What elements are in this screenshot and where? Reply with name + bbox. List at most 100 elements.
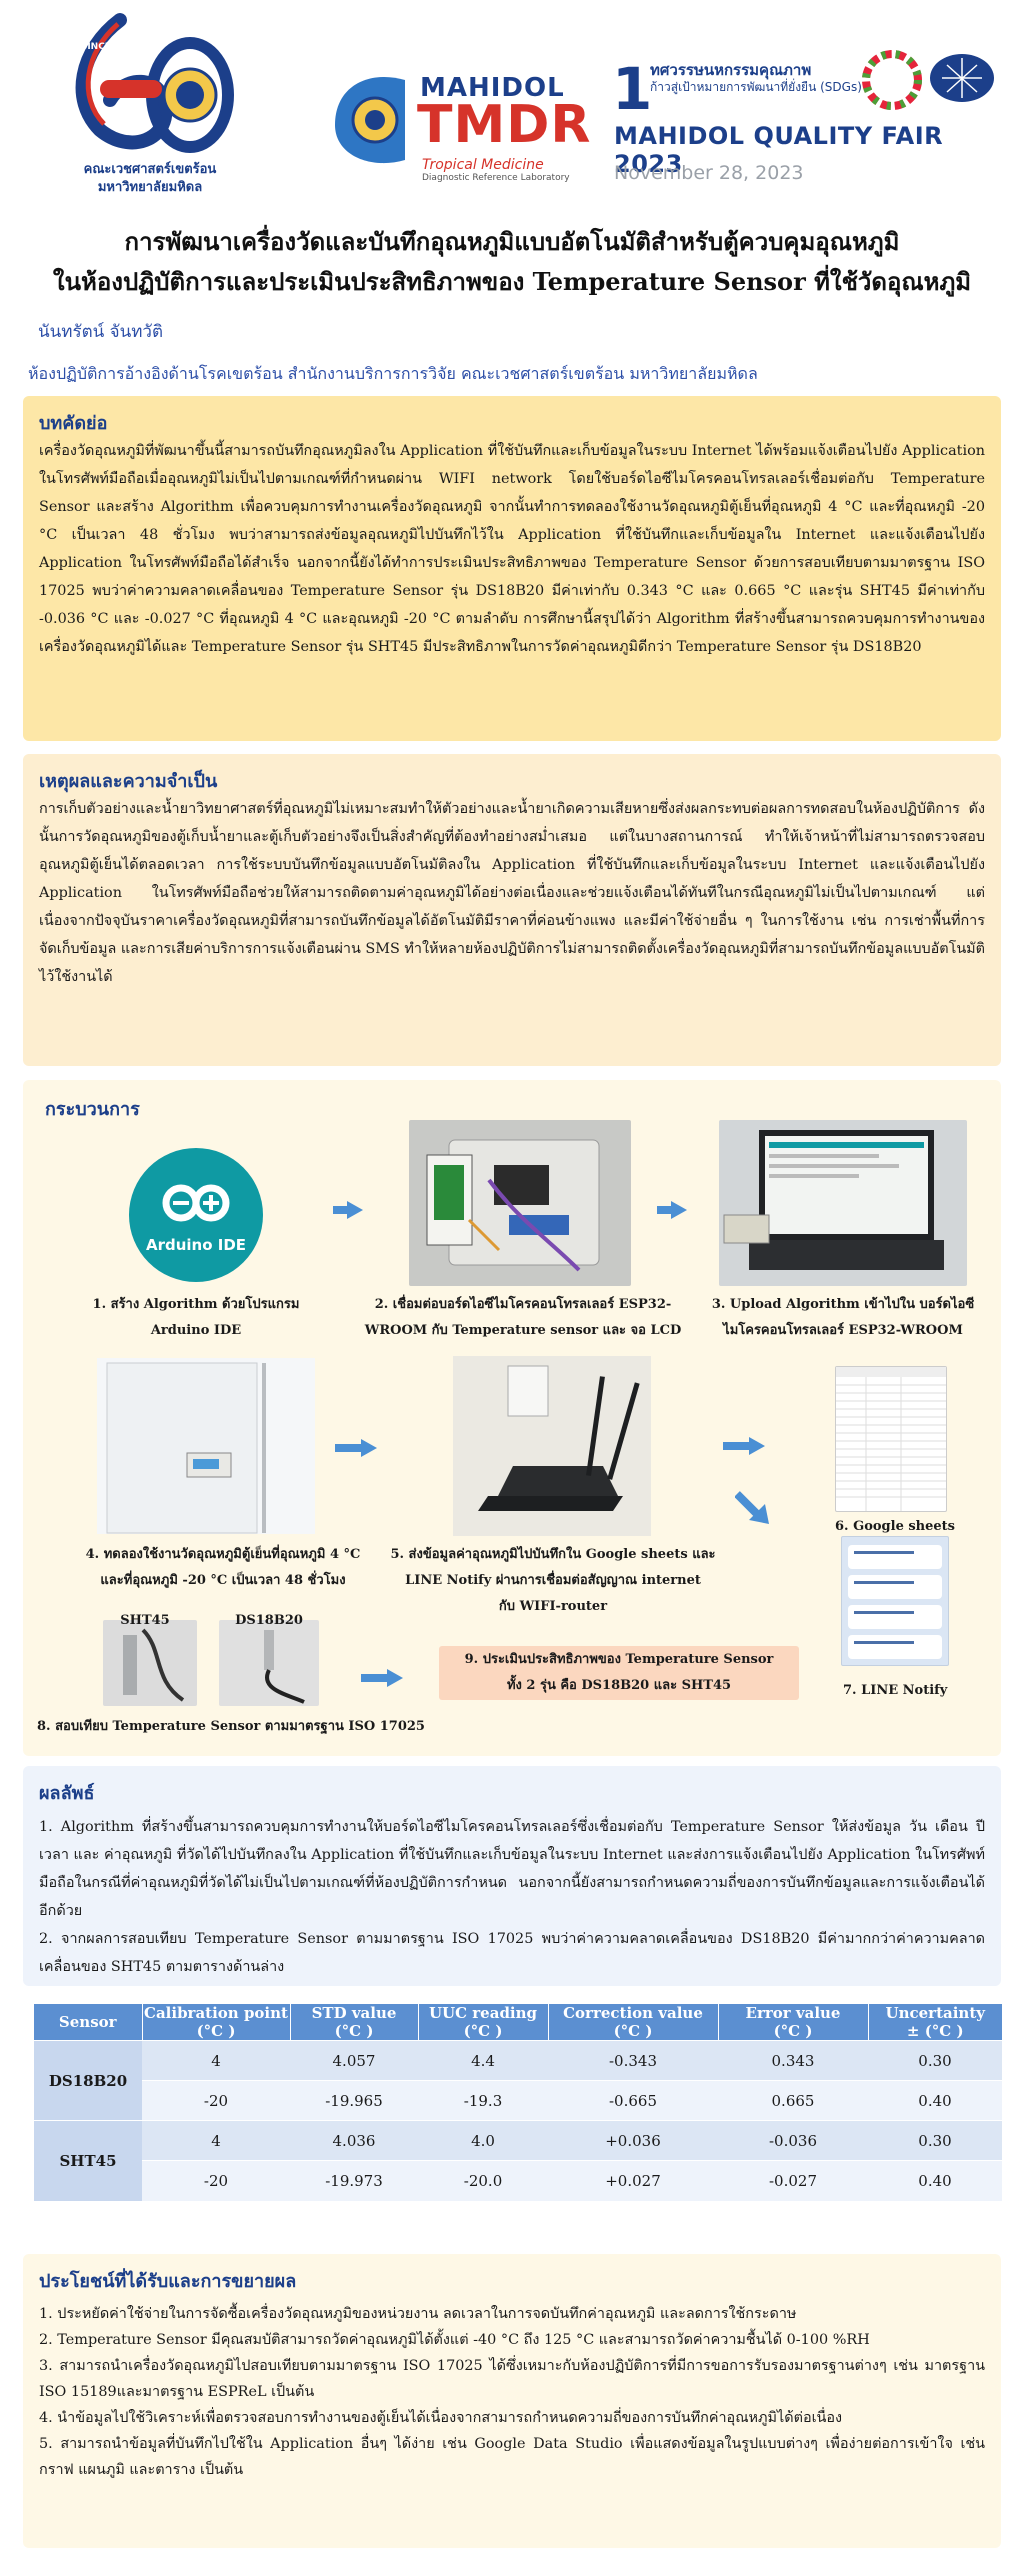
table-cell: -0.027 — [718, 2160, 868, 2201]
rationale-body: การเก็บตัวอย่างและน้ำยาวิทยาศาสตร์ที่อุณ… — [39, 801, 986, 985]
table-cell: +0.027 — [548, 2160, 718, 2201]
arrow-4-5 — [335, 1444, 363, 1452]
step-8-caption: 8. สอบเทียบ Temperature Sensor ตามมาตรฐา… — [37, 1719, 425, 1734]
step-1-line-1: 1. สร้าง Algorithm ด้วยโปรแกรม — [92, 1297, 300, 1312]
arrow-8-9-head — [387, 1669, 403, 1687]
sensor-cell: SHT45 — [34, 2120, 142, 2201]
step-2-line-2: WROOM กับ Temperature sensor และ จอ LCD — [364, 1323, 682, 1338]
th-uncertainty: Uncertainty± (°C ) — [868, 2004, 1002, 2041]
benefits-heading: ประโยชน์ที่ได้รับและการขยายผล — [39, 2271, 297, 2292]
sensor-cell: DS18B20 — [34, 2040, 142, 2121]
th-uncertainty-l1: Uncertainty — [885, 2004, 985, 2022]
chat-illustration — [848, 1545, 942, 1659]
title-line-1: การพัฒนาเครื่องวัดและบันทึกอุณหภูมิแบบอั… — [124, 227, 900, 256]
tmdr-tropical-text: Tropical Medicine — [422, 157, 544, 173]
th-sensor: Sensor — [34, 2004, 143, 2041]
step-9-line-2: ทั้ง 2 รุ่น คือ DS18B20 และ SHT45 — [506, 1678, 732, 1693]
table-cell: 4.057 — [290, 2040, 418, 2081]
arrow-5-6 — [723, 1442, 751, 1450]
arrow-2-3 — [657, 1206, 673, 1214]
benefits-section: ประโยชน์ที่ได้รับและการขยายผล 1. ประหยัด… — [23, 2254, 1001, 2548]
laptop-upload-photo — [719, 1120, 967, 1286]
table-cell: -0.343 — [548, 2040, 718, 2081]
table-cell: -19.3 — [418, 2080, 548, 2121]
step-2-caption: 2. เชื่อมต่อบอร์ดไอซีไมโครคอนโทรลเลอร์ E… — [353, 1292, 693, 1344]
table-header-row: Sensor Calibration point(°C ) STD value(… — [34, 2004, 1002, 2041]
mqf-date: November 28, 2023 — [614, 162, 804, 184]
step-4-line-1: 4. ทดลองใช้งานวัดอุณหภูมิตู้เย็นที่อุณหภ… — [85, 1547, 361, 1562]
table-cell: 0.343 — [718, 2040, 868, 2081]
router-illustration — [453, 1356, 651, 1536]
abstract-body: เครื่องวัดอุณหภูมิที่พัฒนาขึ้นนี้สามารถบ… — [39, 443, 985, 655]
step-5-line-1: 5. ส่งข้อมูลค่าอุณหภูมิไปบันทึกใน Google… — [390, 1547, 716, 1562]
ds18b20-label: DS18B20 — [235, 1613, 303, 1628]
arduino-ide-image: Arduino IDE — [129, 1148, 263, 1282]
calibration-table: Sensor Calibration point(°C ) STD value(… — [34, 2004, 1002, 2201]
th-calibration-l1: Calibration point — [144, 2004, 288, 2022]
th-uncertainty-l2: ± (°C ) — [906, 2022, 964, 2040]
poster-header: SINCE 1960 คณะเวชศาสตร์เขตร้อน มหาวิทยาล… — [0, 0, 1024, 200]
arduino-infinity-icon — [162, 1184, 230, 1222]
quality-fair-logo: 1 ทศวรรษนหกรรมคุณภาพ ก้าวสู่เป้าหมายการพ… — [612, 50, 1002, 190]
mqf-thai-line1: ทศวรรษนหกรรมคุณภาพ — [650, 61, 812, 79]
since-label: SINCE 1960 — [80, 42, 140, 52]
laptop-illustration — [723, 1130, 944, 1270]
step-1-line-2: Arduino IDE — [150, 1323, 242, 1338]
step-3-caption: 3. Upload Algorithm เข้าไปใน บอร์ดไอซี ไ… — [693, 1292, 993, 1344]
table-row: -20 -19.973 -20.0 +0.027 -0.027 0.40 — [34, 2160, 1002, 2201]
mahidol-crest-icon — [335, 77, 405, 164]
poster-title: การพัฒนาเครื่องวัดและบันทึกอุณหภูมิแบบอั… — [0, 222, 1024, 302]
step-3-line-2: ไมโครคอนโทรลเลอร์ ESP32-WROOM — [723, 1323, 963, 1338]
step-4-line-2: และที่อุณหภูมิ -20 °C เป็นเวลา 48 ชั่วโม… — [100, 1573, 346, 1588]
th-uuc: UUC reading(°C ) — [418, 2004, 549, 2041]
table-cell: 0.30 — [868, 2040, 1002, 2081]
results-point-1: 1. Algorithm ที่สร้างขึ้นสามารถควบคุมการ… — [39, 1819, 985, 1919]
table-cell: -19.973 — [290, 2160, 418, 2201]
author-name: นันทรัตน์ จันทวัติ — [38, 322, 164, 342]
sixty-emblem-icon — [75, 13, 234, 153]
tmdr-lab-text: Diagnostic Reference Laboratory — [422, 173, 570, 183]
table-cell: -20 — [142, 2160, 290, 2201]
table-cell: -0.665 — [548, 2080, 718, 2121]
tmdr-logo: MAHIDOL TMDR Tropical Medicine Diagnosti… — [325, 65, 590, 183]
fridge-illustration — [97, 1358, 315, 1534]
table-cell: 4 — [142, 2120, 290, 2161]
table-cell: +0.036 — [548, 2120, 718, 2161]
th-std-l2: (°C ) — [334, 2022, 374, 2040]
table-cell: 0.40 — [868, 2160, 1002, 2201]
mqf-fair-title: MAHIDOL QUALITY FAIR 2023 — [614, 122, 944, 178]
table-cell: 4 — [142, 2040, 290, 2081]
arrow-1-2 — [333, 1206, 349, 1214]
table-cell: 4.4 — [418, 2040, 548, 2081]
step-5-line-2: LINE Notify ผ่านการเชื่อมต่อสัญญาณ inter… — [405, 1573, 701, 1588]
table-cell: 0.40 — [868, 2080, 1002, 2121]
ds18b20-sensor-photo — [219, 1620, 319, 1706]
step-7-caption: 7. LINE Notify — [843, 1683, 948, 1698]
th-correction-l2: (°C ) — [613, 2022, 653, 2040]
mqf-one: 1 — [612, 55, 653, 123]
google-sheets-screenshot — [835, 1366, 947, 1512]
table-row: -20 -19.965 -19.3 -0.665 0.665 0.40 — [34, 2080, 1002, 2121]
table-row: SHT45 4 4.036 4.0 +0.036 -0.036 0.30 — [34, 2120, 1002, 2201]
th-error: Error value(°C ) — [718, 2004, 869, 2041]
step-5-line-3: กับ WIFI-router — [498, 1599, 608, 1614]
table-row: DS18B20 4 4.057 4.4 -0.343 0.343 0.30 — [34, 2040, 1002, 2121]
table-cell: 0.665 — [718, 2080, 868, 2121]
th-sensor-l1: Sensor — [58, 2013, 117, 2031]
results-point-2: 2. จากผลการสอบเทียบ Temperature Sensor ต… — [39, 1931, 985, 1975]
arrow-2-3-head — [671, 1201, 687, 1219]
arrow-5-7 — [735, 1491, 769, 1524]
th-calibration-l2: (°C ) — [196, 2022, 236, 2040]
th-uuc-l1: UUC reading — [428, 2004, 538, 2022]
process-section: กระบวนการ Arduino IDE — [23, 1080, 1001, 1756]
esp32-board-photo — [409, 1120, 631, 1286]
th-std-l1: STD value — [311, 2004, 397, 2022]
step-9-line-1: 9. ประเมินประสิทธิภาพของ Temperature Sen… — [464, 1652, 774, 1667]
th-error-l2: (°C ) — [773, 2022, 813, 2040]
results-section: ผลลัพธ์ 1. Algorithm ที่สร้างขึ้นสามารถค… — [23, 1766, 1001, 1986]
benefit-item-3: 3. สามารถนำเครื่องวัดอุณหภูมิไปสอบเทียบต… — [39, 2358, 985, 2400]
faculty-name: คณะเวชศาสตร์เขตร้อน — [83, 162, 217, 177]
results-heading: ผลลัพธ์ — [39, 1783, 95, 1804]
spreadsheet-illustration — [836, 1367, 946, 1511]
sdg-wheel-icon — [862, 50, 922, 110]
